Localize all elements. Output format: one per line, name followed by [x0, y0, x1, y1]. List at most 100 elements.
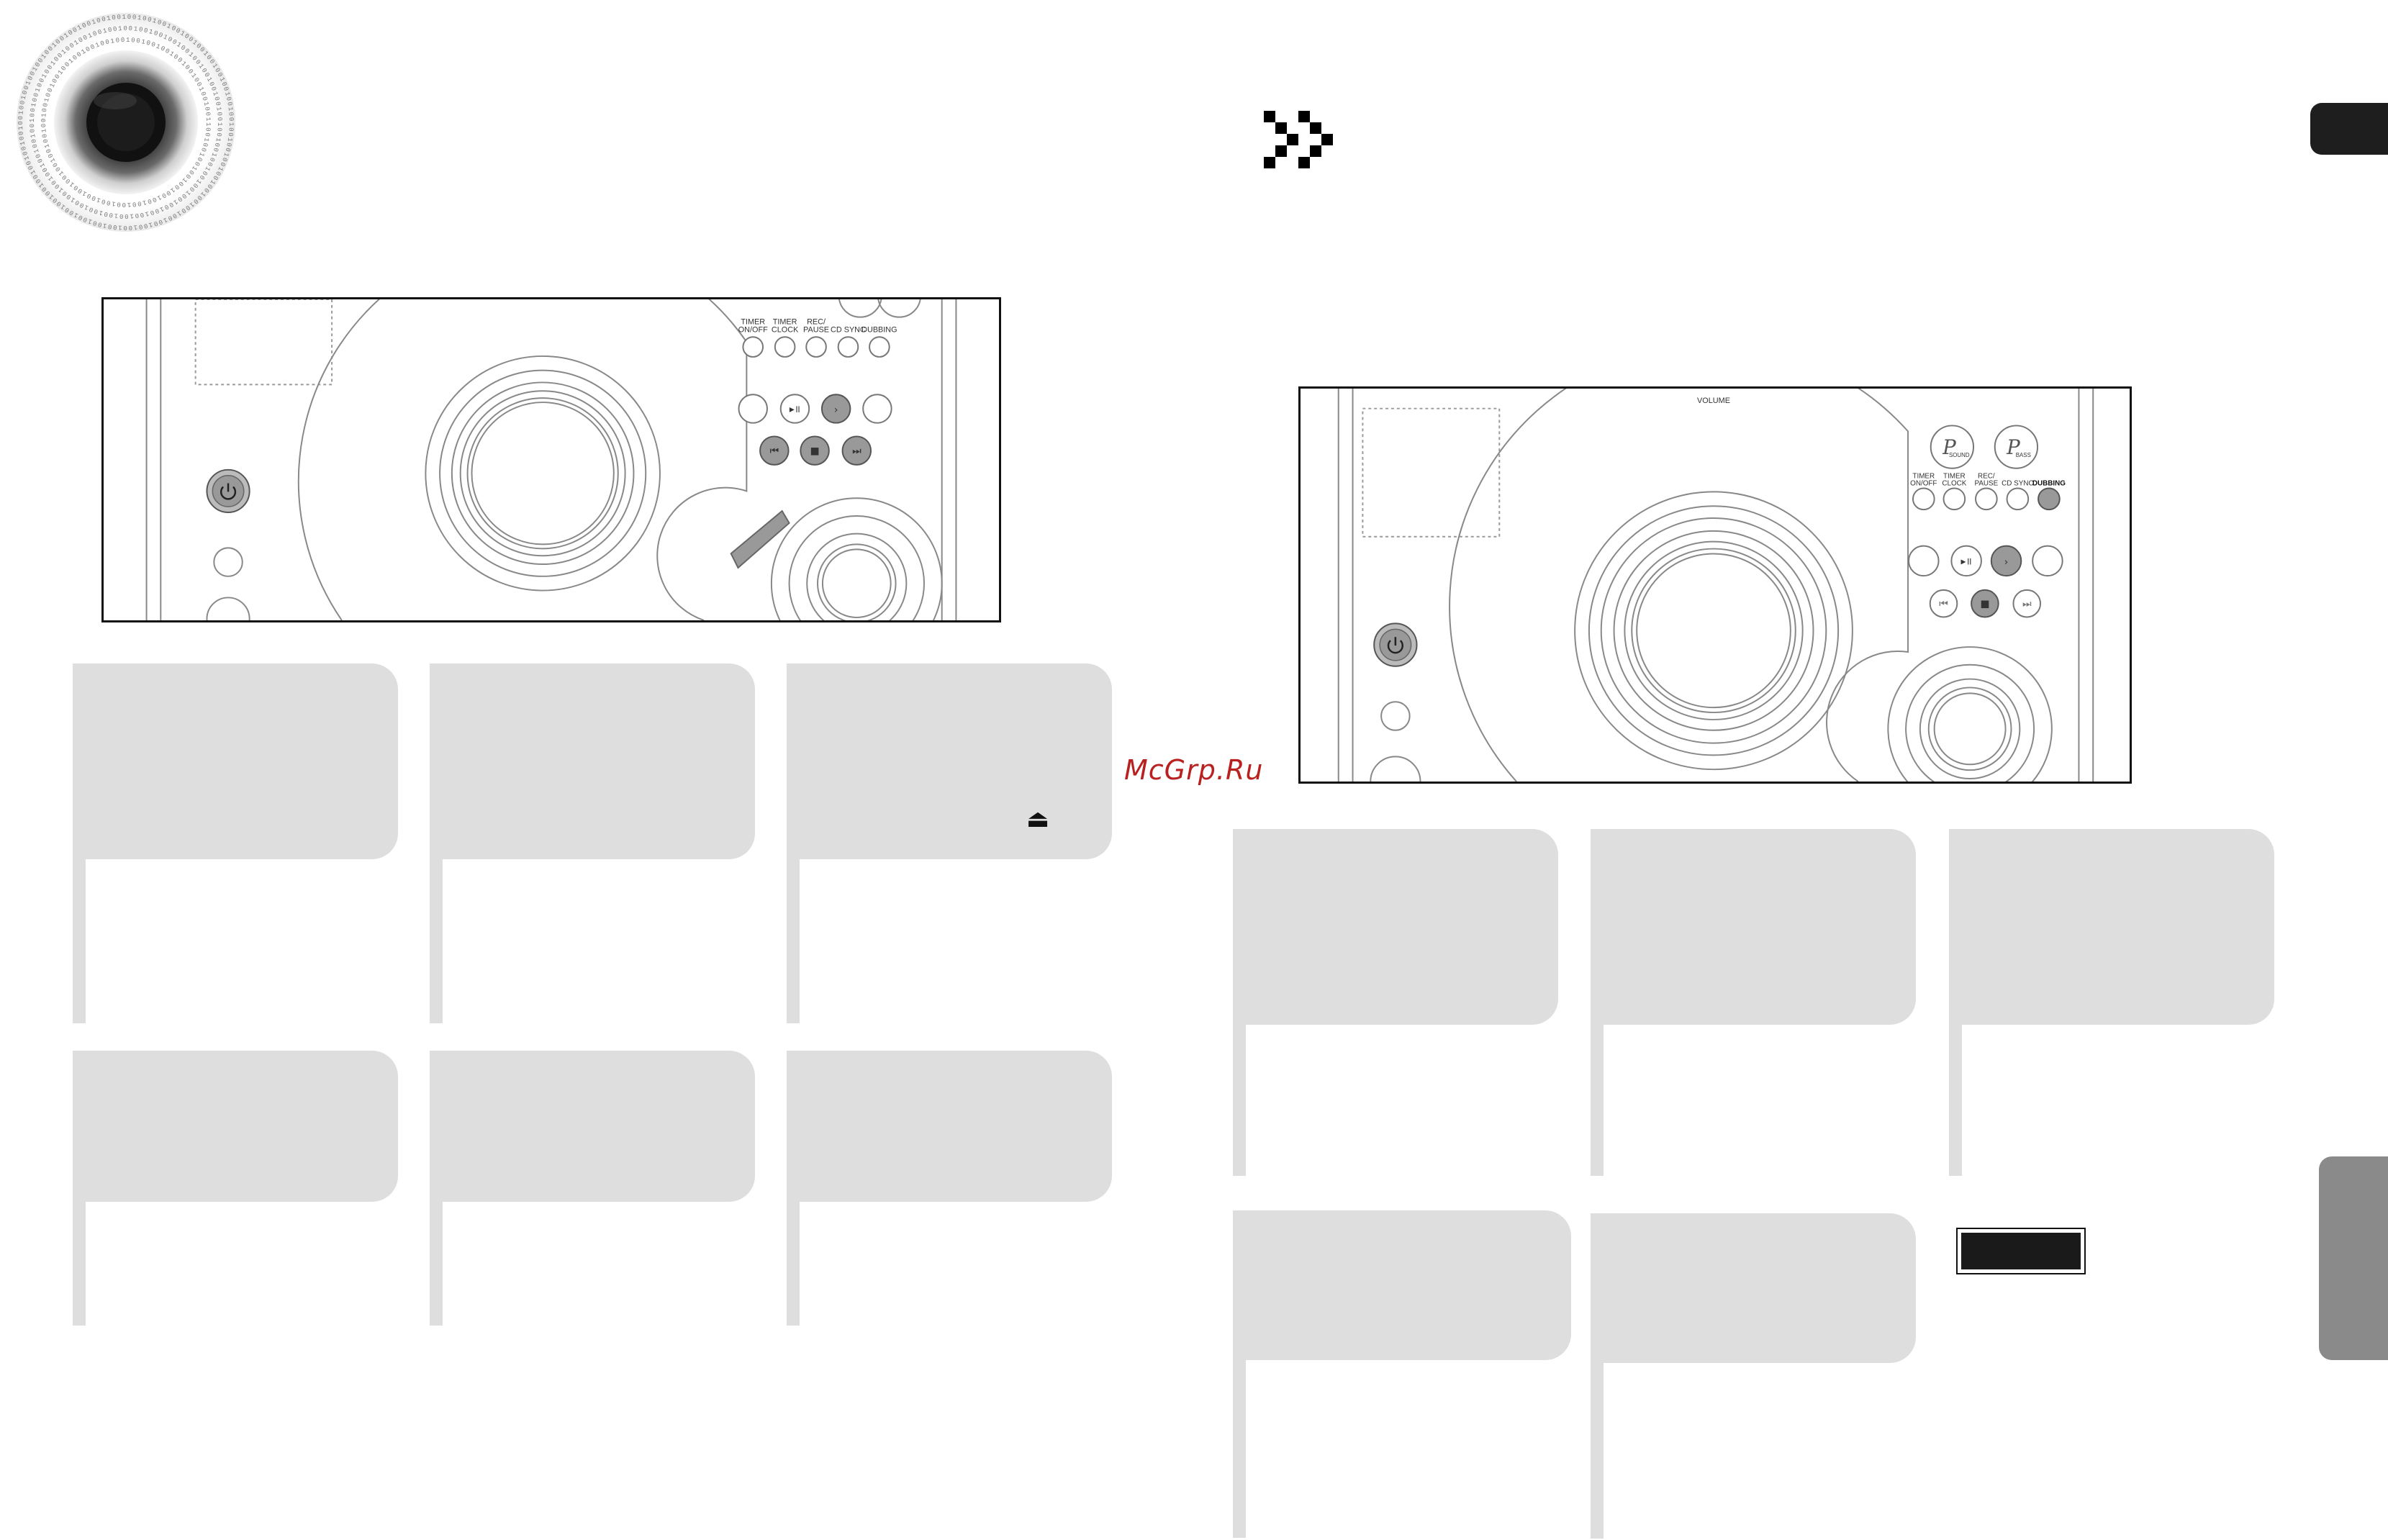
svg-text:0: 0: [21, 90, 29, 96]
svg-text:1: 1: [158, 204, 165, 212]
svg-text:0: 0: [125, 212, 129, 219]
svg-text:0: 0: [68, 208, 76, 216]
svg-text:1: 1: [102, 222, 107, 230]
svg-text:0: 0: [82, 34, 89, 42]
svg-text:0: 0: [47, 45, 55, 53]
svg-text:0: 0: [17, 116, 24, 120]
svg-text:0: 0: [35, 153, 42, 159]
svg-text:0: 0: [214, 101, 222, 106]
svg-text:0: 0: [58, 35, 65, 42]
svg-text:0: 0: [201, 142, 209, 148]
svg-text:CLOCK: CLOCK: [1942, 480, 1966, 488]
svg-text:DUBBING: DUBBING: [861, 325, 897, 334]
svg-text:0: 0: [195, 194, 203, 201]
svg-text:1: 1: [83, 203, 90, 211]
svg-text:0: 0: [112, 26, 117, 34]
svg-text:1: 1: [33, 148, 41, 154]
svg-text:1: 1: [211, 91, 219, 96]
svg-text:0: 0: [64, 45, 72, 53]
svg-text:0: 0: [168, 200, 175, 208]
svg-text:0: 0: [92, 30, 99, 38]
svg-text:0: 0: [192, 76, 200, 83]
svg-text:0: 0: [191, 55, 199, 63]
svg-text:1: 1: [99, 209, 104, 217]
svg-text:1: 1: [37, 181, 45, 189]
svg-text:0: 0: [52, 161, 60, 168]
svg-text:0: 0: [128, 25, 132, 32]
svg-text:0: 0: [166, 36, 173, 44]
svg-text:0: 0: [158, 217, 164, 225]
svg-text:1: 1: [126, 37, 130, 44]
svg-text:0: 0: [216, 127, 223, 132]
svg-text:0: 0: [81, 22, 88, 30]
svg-text:TIMER: TIMER: [773, 318, 797, 327]
svg-text:CD SYNC: CD SYNC: [831, 325, 866, 334]
svg-text:0: 0: [199, 91, 207, 97]
svg-text:0: 0: [41, 185, 49, 193]
svg-text:1: 1: [57, 69, 65, 76]
svg-text:0: 0: [147, 16, 152, 24]
svg-text:0: 0: [179, 44, 186, 52]
svg-text:0: 0: [164, 47, 171, 55]
svg-text:0: 0: [18, 105, 26, 110]
svg-text:0: 0: [183, 64, 191, 72]
svg-text:0: 0: [18, 136, 26, 141]
svg-text:1: 1: [202, 137, 210, 142]
svg-text:0: 0: [216, 71, 224, 78]
svg-text:1: 1: [191, 39, 199, 47]
svg-text:■: ■: [810, 445, 820, 457]
svg-text:0: 0: [225, 142, 232, 147]
svg-text:0: 0: [216, 117, 223, 122]
svg-text:0: 0: [17, 121, 24, 125]
svg-text:1: 1: [96, 196, 101, 204]
svg-text:0: 0: [43, 68, 51, 76]
svg-text:1: 1: [91, 18, 96, 26]
svg-text:0: 0: [208, 58, 216, 65]
svg-text:0: 0: [56, 52, 64, 60]
svg-text:1: 1: [40, 73, 48, 80]
step-flag-6: [787, 1051, 1112, 1326]
label-timer-onoff: TIMER: [741, 318, 765, 327]
svg-text:1: 1: [142, 199, 148, 207]
svg-text:0: 0: [173, 183, 181, 191]
svg-text:1: 1: [180, 60, 188, 68]
svg-text:1: 1: [114, 212, 118, 219]
svg-text:0: 0: [23, 85, 31, 91]
svg-text:0: 0: [40, 119, 48, 122]
svg-text:1: 1: [172, 198, 179, 206]
svg-text:0: 0: [123, 224, 127, 231]
svg-text:1: 1: [194, 178, 202, 185]
step-flag-10: [1233, 1210, 1571, 1538]
svg-text:0: 0: [30, 138, 38, 143]
svg-text:1: 1: [227, 122, 235, 126]
svg-text:⏮: ⏮: [770, 445, 779, 457]
svg-text:0: 0: [38, 78, 46, 84]
svg-text:1: 1: [40, 113, 48, 117]
svg-text:0: 0: [225, 96, 232, 102]
svg-text:1: 1: [127, 201, 131, 208]
svg-text:0: 0: [149, 208, 155, 216]
svg-text:0: 0: [203, 107, 211, 112]
svg-text:0: 0: [76, 51, 83, 59]
svg-text:0: 0: [64, 206, 71, 214]
svg-text:0: 0: [184, 204, 191, 212]
svg-text:0: 0: [60, 65, 68, 73]
svg-text:1: 1: [199, 190, 207, 198]
svg-text:0: 0: [44, 171, 52, 178]
svg-text:0: 0: [132, 200, 137, 208]
svg-text:0: 0: [54, 182, 62, 190]
svg-text:1: 1: [176, 209, 183, 217]
svg-text:0: 0: [101, 16, 107, 24]
svg-text:0: 0: [97, 220, 103, 228]
svg-text:0: 0: [19, 100, 27, 105]
svg-text:0: 0: [180, 207, 187, 214]
svg-text:0: 0: [195, 155, 203, 162]
svg-text:1: 1: [80, 48, 87, 56]
svg-text:0: 0: [209, 86, 217, 92]
step-flag-9: [1949, 829, 2274, 1176]
step-flag-11: [1591, 1213, 1916, 1539]
svg-text:0: 0: [208, 156, 216, 163]
svg-text:1: 1: [17, 126, 24, 130]
svg-text:0: 0: [140, 211, 145, 219]
svg-text:0: 0: [138, 222, 143, 230]
